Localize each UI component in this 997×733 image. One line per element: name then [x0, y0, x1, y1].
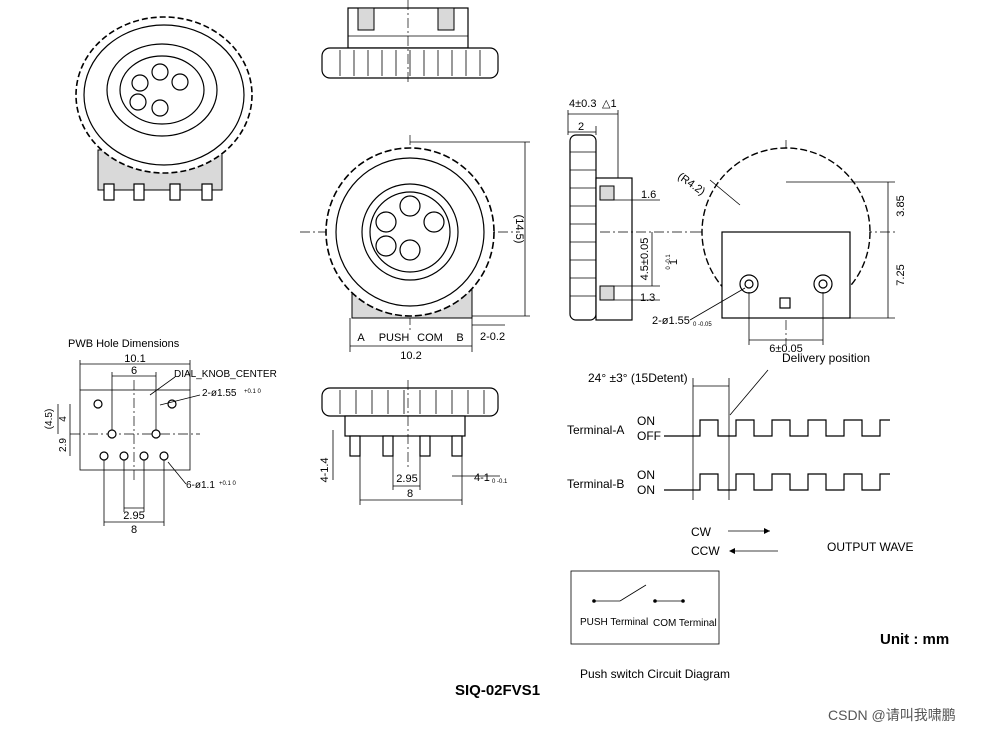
bottom-view [321, 380, 500, 505]
side-view [567, 110, 700, 321]
push-switch-circuit [570, 570, 720, 645]
wave-detent: 24° ±3° (15Detent) [588, 371, 688, 385]
side-dim-1: 1 [668, 259, 680, 265]
bottom-dim-8: 8 [407, 488, 413, 500]
side-dim-2: 2 [578, 121, 584, 133]
wave-a-off: OFF [637, 429, 661, 443]
side-dim-1-6: 1.6 [641, 189, 656, 201]
top-view [321, 0, 499, 85]
wave-output-label: OUTPUT WAVE [827, 540, 913, 554]
output-wave [664, 369, 890, 554]
side-dim-4-mark: △1 [602, 98, 617, 110]
pwb-dim-4-5: (4.5) [44, 409, 55, 430]
right-dim-7-25: 7.25 [895, 264, 907, 285]
bottom-dim-4-1-tol: 0 -0.1 [492, 479, 508, 485]
pwb-dim-4: 4 [58, 416, 69, 422]
circuit-push-terminal: PUSH Terminal [580, 617, 648, 628]
bottom-dim-4-1: 4-1 [474, 472, 490, 484]
side-dim-1-3: 1.3 [640, 292, 655, 304]
pwb-heading: PWB Hole Dimensions [68, 338, 180, 350]
right-radius: (R4.2) [675, 171, 707, 198]
side-dim-1-tol: 0 -0.1 [666, 254, 672, 270]
wave-b-on-2: ON [637, 483, 655, 497]
unit-label: Unit : mm [880, 631, 949, 648]
front-dim-14-5: (14.5) [513, 215, 525, 244]
front-label-com: COM [417, 332, 443, 344]
drawing-title: SIQ-02FVS1 [455, 682, 540, 699]
right-view [689, 140, 895, 345]
wave-terminal-b: Terminal-B [567, 477, 624, 491]
side-dim-4: 4±0.3 [569, 98, 596, 110]
side-dim-4-5: 4.5±0.05 [639, 238, 651, 281]
wave-terminal-a: Terminal-A [567, 423, 624, 437]
front-label-push: PUSH [379, 332, 410, 344]
watermark: CSDN @请叫我啸鹏 [828, 707, 956, 723]
wave-b-on-1: ON [637, 468, 655, 482]
front-label-b: B [456, 332, 463, 344]
front-dim-10-2: 10.2 [400, 350, 421, 362]
pwb-hole-big-tol: +0.1 0 [244, 389, 262, 395]
bottom-dim-2-95: 2.95 [396, 473, 417, 485]
front-view [300, 135, 530, 352]
front-dim-2-0-2: 2-0.2 [480, 331, 505, 343]
right-hole-tol: 0 -0.05 [693, 322, 712, 328]
pwb-hole-layout [57, 360, 201, 526]
isometric-knob-view [75, 16, 253, 201]
pwb-dim-2-9: 2.9 [58, 438, 69, 452]
pwb-dim-8: 8 [131, 524, 137, 536]
pwb-dim-2-95: 2.95 [123, 510, 144, 522]
wave-cw: CW [691, 525, 712, 539]
wave-ccw: CCW [691, 544, 720, 558]
pwb-dim-10-1: 10.1 [124, 353, 145, 365]
pwb-hole-small: 6-ø1.1 [186, 480, 215, 491]
right-dim-3-85: 3.85 [895, 195, 907, 216]
bottom-dim-4-1-4: 4-1.4 [319, 457, 331, 482]
right-dim-6: 6±0.05 [769, 343, 803, 355]
pwb-dial-center: DIAL_KNOB_CENTER [174, 369, 277, 380]
pwb-hole-small-tol: +0.1 0 [219, 481, 237, 487]
pwb-dim-6: 6 [131, 365, 137, 377]
circuit-com-terminal: COM Terminal [653, 618, 717, 629]
wave-delivery: Delivery position [782, 351, 870, 365]
right-hole-dim: 2-ø1.55 [652, 315, 690, 327]
wave-a-on: ON [637, 414, 655, 428]
front-label-a: A [357, 332, 365, 344]
circuit-caption: Push switch Circuit Diagram [580, 667, 730, 681]
pwb-hole-big: 2-ø1.55 [202, 388, 237, 399]
